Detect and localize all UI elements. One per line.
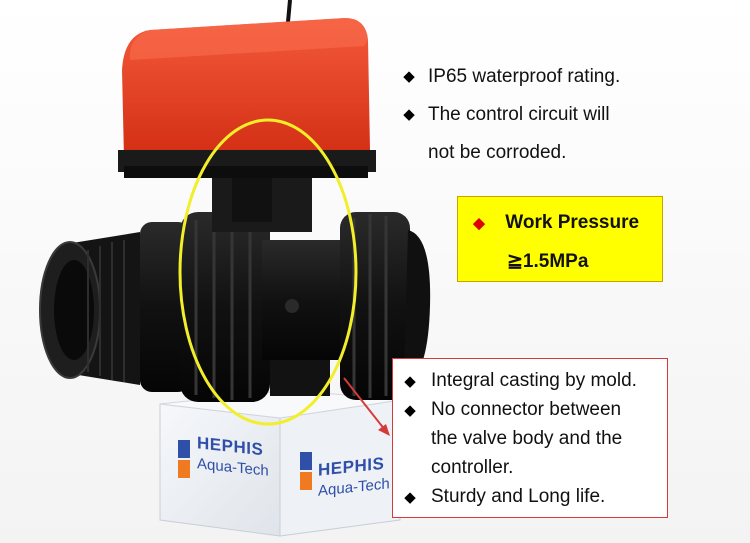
diamond-bullet-icon: ◆ [473,215,485,232]
pressure-label-row: ◆ Work Pressure [470,212,639,234]
feature-item-circuit: ◆ The control circuit will [398,96,728,134]
feature-text: not be corroded. [428,142,567,163]
diamond-bullet-icon: ◆ [404,373,416,390]
actuator-housing [118,0,376,178]
feature-text: Sturdy and Long life. [431,486,606,507]
top-feature-list: ◆ IP65 waterproof rating. ◆ The control … [398,58,728,172]
feature-item-connector: ◆ No connector between [401,399,621,421]
feature-item-connector-line3: controller. [431,457,513,479]
work-pressure-box: ◆ Work Pressure ≧1.5MPa [457,196,663,282]
feature-item-casting: ◆ Integral casting by mold. [401,370,637,392]
diamond-bullet-icon: ◆ [404,489,416,506]
feature-item-sturdy: ◆ Sturdy and Long life. [401,486,605,508]
feature-text: the valve body and the [431,428,623,449]
pressure-value: ≧1.5MPa [507,251,589,272]
feature-text: controller. [431,457,514,478]
feature-item-connector-line2: the valve body and the [431,428,622,450]
highlight-ellipse [178,118,358,426]
brand-logo-left [178,440,190,478]
diamond-bullet-icon: ◆ [403,68,415,85]
brand-logo-right [300,452,312,490]
feature-callout-box: ◆ Integral casting by mold. ◆ No connect… [392,358,668,518]
feature-text: The control circuit will [428,104,610,125]
feature-text: Integral casting by mold. [431,370,637,391]
feature-text: No connector between [431,399,622,420]
diamond-bullet-icon: ◆ [403,106,415,123]
diamond-bullet-icon: ◆ [404,402,416,419]
display-stand [159,389,401,537]
callout-arrow [343,377,390,436]
feature-item-waterproof: ◆ IP65 waterproof rating. [398,58,728,96]
valve-body [39,172,431,402]
feature-text: IP65 waterproof rating. [428,66,621,87]
pressure-label: Work Pressure [505,212,640,233]
feature-item-circuit-continued: not be corroded. [398,134,728,172]
